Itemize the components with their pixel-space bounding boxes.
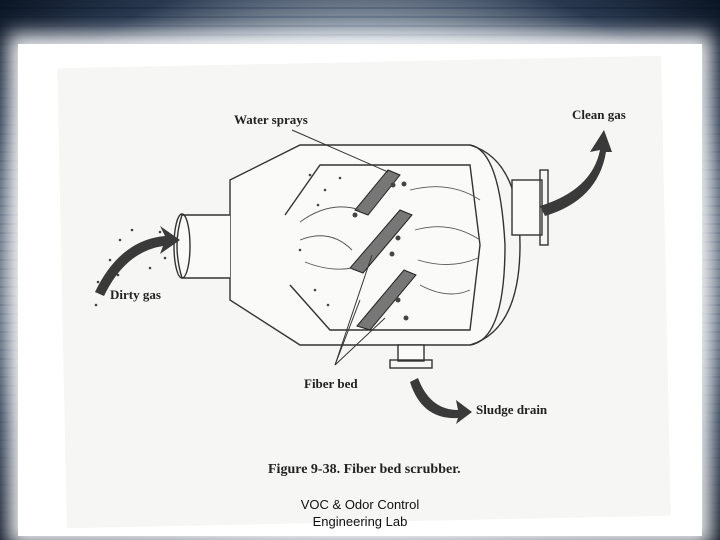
- droplet: [389, 251, 395, 257]
- particle: [323, 188, 327, 192]
- droplet: [395, 235, 401, 241]
- particle: [158, 230, 162, 234]
- particle: [94, 303, 98, 307]
- particle: [338, 176, 342, 180]
- flow-line: [299, 206, 361, 223]
- label-fiber-bed: Fiber bed: [304, 376, 358, 391]
- flow-line: [299, 235, 353, 251]
- sludge-drain-arrow: [410, 378, 472, 424]
- particle: [298, 248, 302, 252]
- footer-line-1: VOC & Odor Control: [300, 497, 420, 512]
- label-sludge-drain: Sludge drain: [476, 402, 548, 417]
- footer-line-2: Engineering Lab: [312, 514, 408, 529]
- fiber-bed-slab-middle: [349, 209, 413, 274]
- particle: [313, 288, 317, 292]
- droplet: [395, 297, 401, 303]
- outlet-nozzle: [511, 179, 543, 236]
- slide-footer: VOC & Odor Control Engineering Lab: [0, 496, 720, 530]
- label-dirty-gas: Dirty gas: [110, 287, 161, 302]
- particle: [130, 228, 134, 232]
- fiber-bed-leader: [334, 317, 386, 366]
- flow-line: [414, 226, 481, 241]
- particle: [118, 238, 122, 242]
- flow-line: [409, 186, 481, 201]
- droplet: [352, 212, 358, 218]
- particle: [116, 273, 120, 277]
- particle: [326, 303, 330, 307]
- drain-nozzle: [397, 344, 425, 362]
- label-clean-gas: Clean gas: [572, 107, 626, 122]
- particle: [308, 173, 312, 177]
- droplet: [390, 182, 396, 188]
- fiber-bed-slab-top: [354, 169, 401, 216]
- droplet: [403, 315, 409, 321]
- particle: [96, 280, 100, 284]
- particle: [148, 266, 152, 270]
- vessel-right-end: [469, 144, 521, 346]
- particle: [316, 203, 320, 207]
- clean-gas-arrow: [540, 130, 612, 216]
- drain-flange: [389, 359, 433, 369]
- particle: [163, 256, 167, 260]
- fiber-bed-leader: [334, 254, 373, 366]
- particle: [108, 258, 112, 262]
- inlet-nozzle: [176, 214, 230, 279]
- figure-caption: Figure 9-38. Fiber bed scrubber.: [268, 462, 461, 477]
- flow-line: [417, 257, 479, 265]
- water-sprays-leader: [291, 129, 389, 173]
- flow-line: [304, 261, 353, 270]
- flow-line: [419, 284, 471, 295]
- droplet: [401, 181, 407, 187]
- label-water-sprays: Water sprays: [234, 112, 308, 127]
- fiber-bed-slab-bottom: [356, 269, 417, 331]
- inlet-opening: [173, 213, 191, 279]
- dirty-gas-arrow: [95, 226, 180, 296]
- internal-partition: [284, 164, 481, 331]
